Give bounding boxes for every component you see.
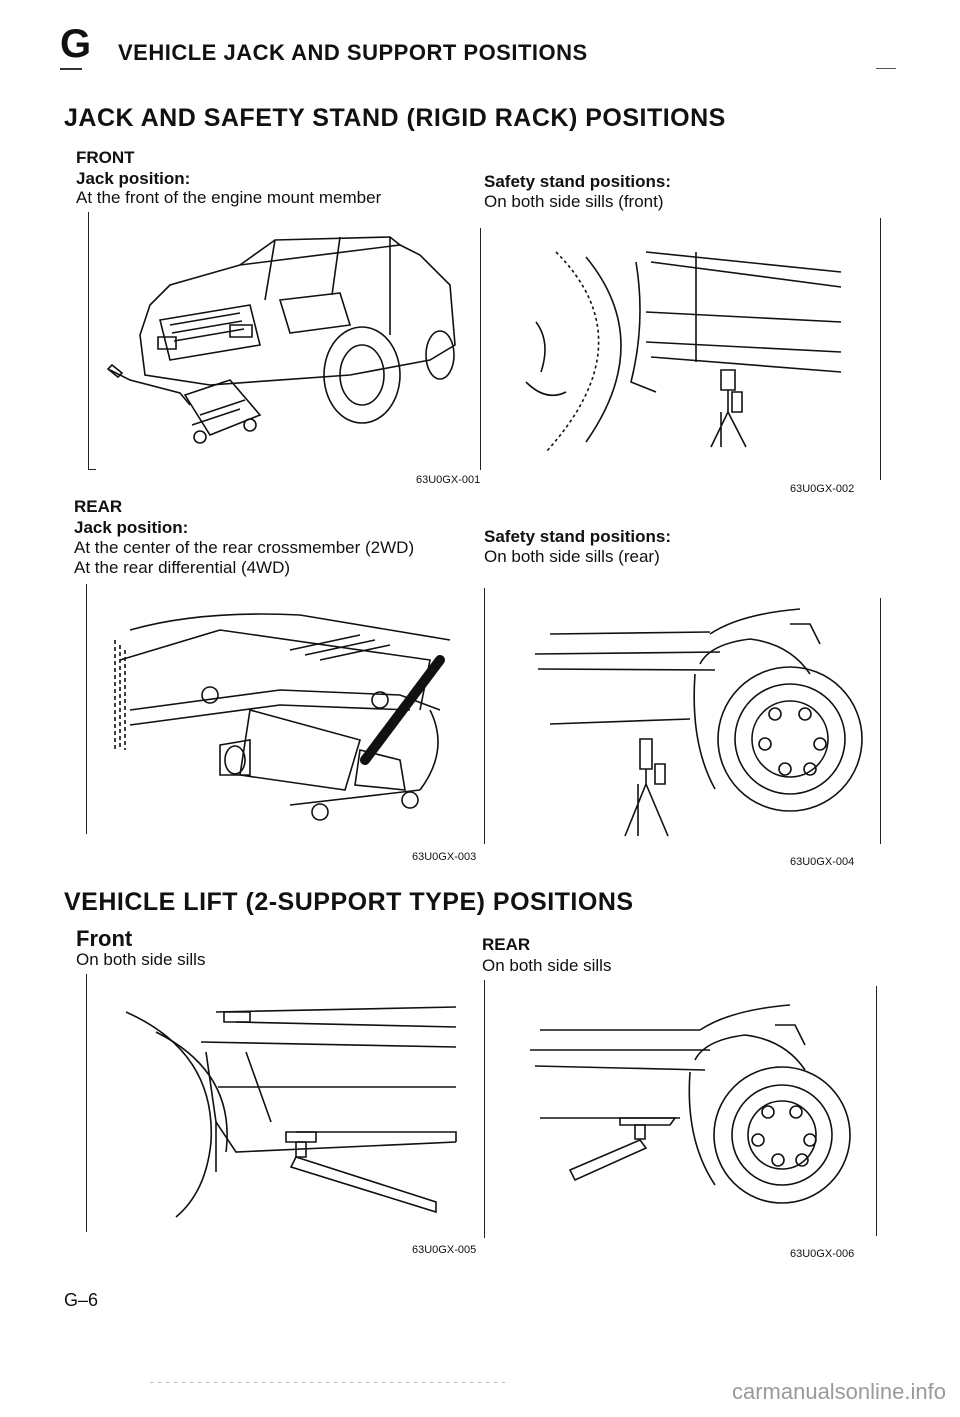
rear-stand-label: Safety stand positions: bbox=[484, 527, 672, 546]
jack-section-title: JACK AND SAFETY STAND (RIGID RACK) POSIT… bbox=[64, 104, 726, 132]
car-on-jack-illustration bbox=[100, 225, 470, 465]
fig-004-frame bbox=[484, 588, 485, 844]
header-rule-right bbox=[876, 68, 896, 69]
page-header-title: VEHICLE JACK AND SUPPORT POSITIONS bbox=[118, 40, 588, 65]
rear-jack-text-4wd: At the rear differential (4WD) bbox=[74, 558, 291, 577]
page-number: G–6 bbox=[64, 1290, 99, 1310]
fig-002-frame bbox=[480, 228, 481, 470]
watermark-site: carmanualsonline.info bbox=[731, 1379, 946, 1404]
front-heading: FRONT bbox=[76, 148, 135, 167]
lift-front-illustration bbox=[96, 992, 468, 1222]
fig-002-code: 63U0GX-002 bbox=[790, 483, 855, 495]
lift-front-heading: Front bbox=[76, 926, 133, 951]
fig-003-code: 63U0GX-003 bbox=[412, 851, 477, 863]
rear-jack-illustration bbox=[100, 600, 472, 836]
lift-rear-heading: REAR bbox=[482, 935, 531, 954]
fig-004-code: 63U0GX-004 bbox=[790, 856, 855, 868]
front-jack-label: Jack position: bbox=[76, 169, 191, 188]
lift-section-title: VEHICLE LIFT (2-SUPPORT TYPE) POSITIONS bbox=[64, 888, 634, 916]
fig-001-code: 63U0GX-001 bbox=[416, 474, 481, 486]
fig-005-code: 63U0GX-005 bbox=[412, 1244, 477, 1256]
lift-rear-text: On both side sills bbox=[482, 956, 612, 975]
fig-005-frame bbox=[86, 974, 87, 1232]
fig-003-frame bbox=[86, 584, 87, 834]
rear-safety-stand-illustration bbox=[520, 604, 870, 844]
rear-jack-label: Jack position: bbox=[74, 518, 189, 537]
front-stand-text: On both side sills (front) bbox=[484, 192, 664, 211]
section-letter: G bbox=[60, 22, 92, 66]
rear-jack-text-2wd: At the center of the rear crossmember (2… bbox=[74, 538, 415, 557]
front-safety-stand-illustration bbox=[496, 232, 868, 464]
lift-front-text: On both side sills bbox=[76, 950, 206, 969]
front-jack-text: At the front of the engine mount member bbox=[76, 188, 382, 207]
front-stand-label: Safety stand positions: bbox=[484, 172, 672, 191]
fig-006-code: 63U0GX-006 bbox=[790, 1248, 855, 1260]
fig-001-frame bbox=[88, 212, 89, 470]
fig-006-frame bbox=[484, 980, 485, 1238]
rear-stand-text: On both side sills (rear) bbox=[484, 547, 660, 566]
lift-rear-illustration bbox=[520, 1000, 870, 1226]
header-rule bbox=[60, 68, 82, 70]
rear-heading: REAR bbox=[74, 497, 123, 516]
